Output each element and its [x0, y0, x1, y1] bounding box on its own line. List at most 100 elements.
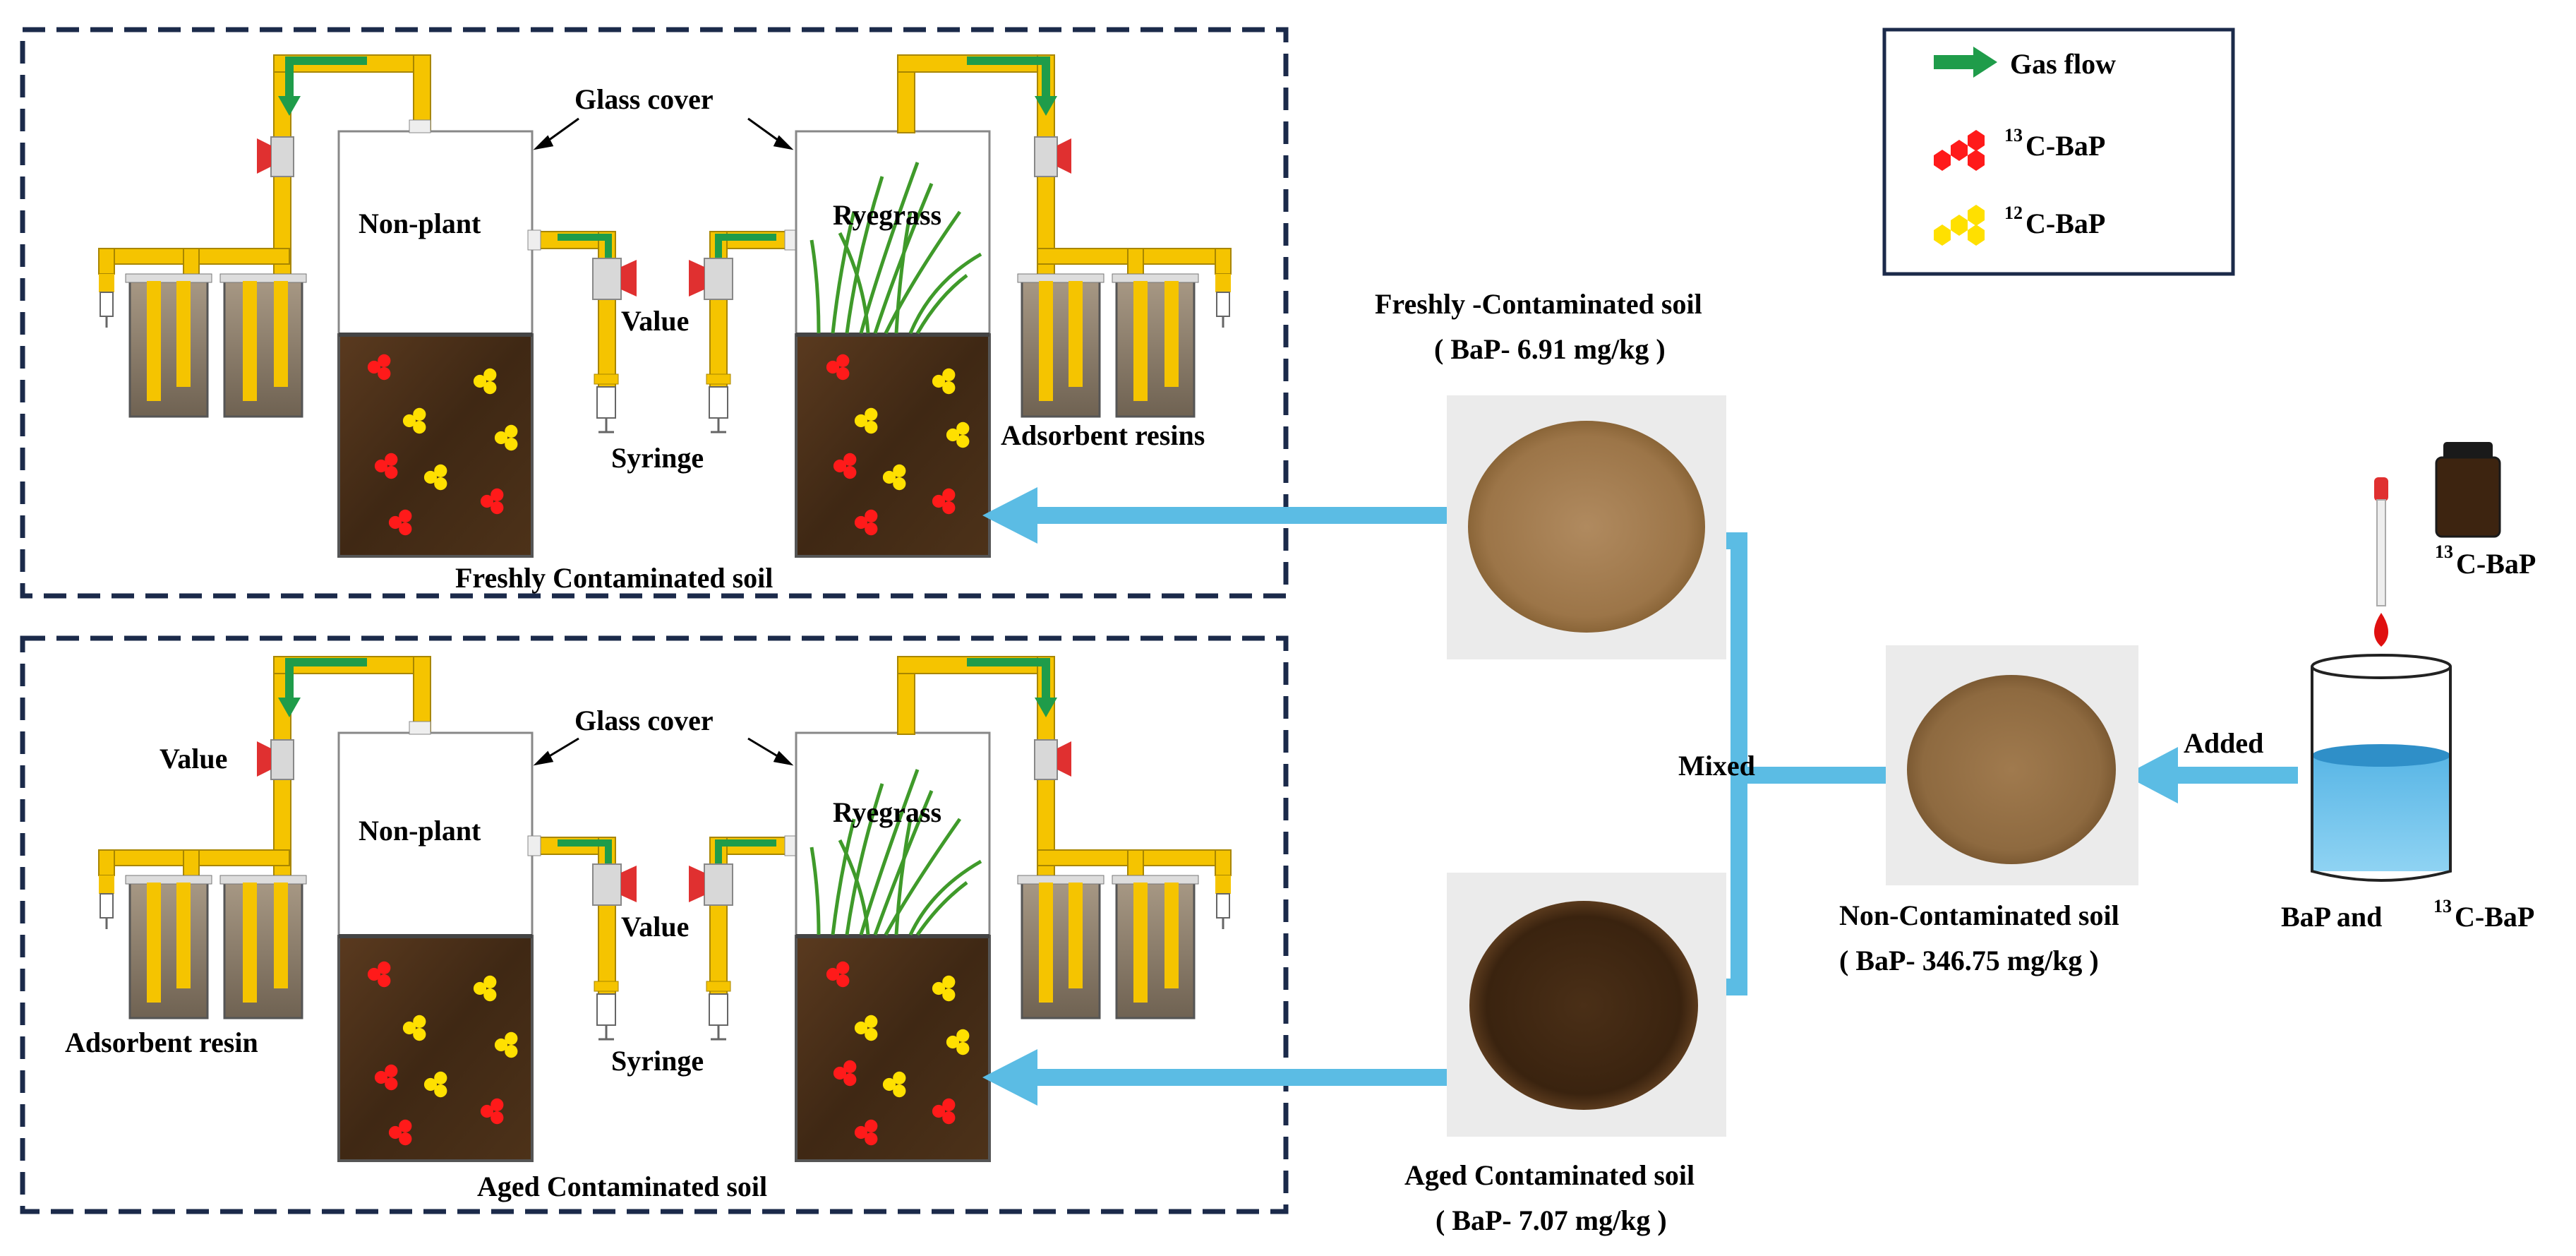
aged-gas-arrow-left: [278, 658, 367, 717]
c13-bap-marker: [388, 1119, 412, 1146]
c12-bap-marker: [946, 421, 970, 448]
c13-bap-marker: [374, 1064, 398, 1091]
fresh-sample-title: Freshly -Contaminated soil: [1375, 288, 1702, 320]
aged-mid-valve-left: [592, 863, 622, 906]
fresh-gas-arrow-right: [967, 56, 1057, 116]
aged-glass-cover-label: Glass cover: [574, 705, 714, 736]
c13-bap-marker: [367, 961, 391, 988]
bottle-label: C-BaP: [2456, 548, 2536, 580]
fresh-mid-valve-left-icon: [621, 260, 637, 297]
aged-nonplant-label: Non-plant: [359, 815, 481, 847]
added-label: Added: [2184, 727, 2263, 759]
aged-right-valve-body: [1034, 739, 1058, 780]
fresh-syringe-label: Syringe: [611, 442, 704, 474]
fresh-mid-valve-right-icon: [689, 260, 704, 297]
c12-bap-marker: [882, 464, 906, 491]
fresh-mid-valve-right: [704, 258, 733, 300]
c12-bap-marker: [946, 1029, 970, 1055]
aged-gas-arrow-right: [967, 658, 1057, 717]
c13-bap-marker: [826, 354, 850, 381]
aged-mid-valve-right: [704, 863, 733, 906]
beaker-mass: 13: [2433, 896, 2452, 916]
c13-bap-marker: [826, 961, 850, 988]
fresh-value-label: Value: [621, 305, 689, 337]
fresh-glass-cover-label: Glass cover: [574, 83, 714, 115]
aged-right-valve-icon: [1057, 741, 1071, 777]
bottle-mass: 13: [2435, 542, 2453, 562]
aged-sample-conc: ( BaP- 7.07 mg/kg ): [1436, 1204, 1667, 1236]
fresh-ryegrass-icon: [809, 162, 982, 335]
legend-c12-label: C-BaP: [2026, 208, 2105, 239]
c13-bap-marker: [374, 453, 398, 479]
beaker-label-b: C-BaP: [2455, 901, 2534, 933]
fresh-nonplant-chamber: [337, 119, 534, 558]
legend-c12-mass: 12: [2004, 203, 2023, 223]
c12-bap-marker: [494, 1031, 518, 1058]
fresh-right-valve-icon: [1057, 138, 1071, 174]
beaker-label-a: BaP and: [2281, 901, 2382, 933]
c13-bap-marker: [932, 1098, 956, 1125]
fresh-nonplant-label: Non-plant: [359, 208, 481, 239]
aged-panel: Value Adsorbent resin Non-plant: [20, 635, 1289, 1214]
c13-bap-marker: [833, 1060, 857, 1087]
c12-bap-marker: [494, 424, 518, 451]
aged-mid-valve-right-icon: [689, 866, 704, 902]
beaker-icon: [2311, 654, 2452, 882]
fresh-gas-arrow-left: [278, 56, 367, 116]
fresh-resin-left: [99, 273, 307, 418]
c12-bap-marker: [854, 1015, 878, 1041]
aged-syringe-label: Syringe: [611, 1045, 704, 1077]
aged-value-label: Value: [621, 911, 689, 943]
fresh-syringes: [594, 373, 731, 433]
aged-nonplant-chamber: [337, 721, 534, 1162]
c12-bap-marker: [932, 368, 956, 395]
fresh-panel-caption: Freshly Contaminated soil: [455, 562, 773, 594]
fresh-left-valve-body: [270, 136, 294, 177]
non-soil-pile: [1907, 675, 2116, 864]
fresh-panel: Non-plant Value: [20, 27, 1289, 599]
c12-bap-marker: [882, 1071, 906, 1098]
c12-bap-marker: [423, 1071, 447, 1098]
legend: Gas flow 13 C-BaP 12 C-BaP: [1882, 28, 2235, 276]
aged-left-valve-icon: [257, 741, 271, 777]
aged-syringes: [594, 981, 731, 1041]
fresh-left-valve-icon: [257, 138, 271, 174]
c13-bap-marker: [480, 488, 504, 515]
arrow-to-fresh-panel: [982, 487, 1448, 544]
c13-bap-marker: [854, 509, 878, 536]
fresh-left-pipes: [98, 54, 431, 282]
aged-mid-cap-left: [527, 835, 541, 856]
fresh-ryegrass-chamber: [795, 130, 991, 558]
c12-bap-marker: [473, 368, 497, 395]
fresh-sample-conc: ( BaP- 6.91 mg/kg ): [1434, 333, 1666, 365]
aged-value-left-label: Value: [160, 743, 227, 774]
arrow-to-aged-panel: [982, 1049, 1448, 1106]
fresh-mid-cap-left: [527, 229, 541, 251]
aged-soil-pile: [1469, 901, 1698, 1110]
non-sample-title: Non-Contaminated soil: [1839, 899, 2119, 931]
c13-bap-marker: [388, 509, 412, 536]
aged-adsorbent-label: Adsorbent resin: [65, 1027, 258, 1058]
fresh-panel-frame: [20, 27, 1289, 599]
c12-bap-marker: [473, 975, 497, 1002]
legend-gas-flow-label: Gas flow: [2010, 48, 2116, 80]
c13-bap-marker: [833, 453, 857, 479]
mixed-label: Mixed: [1678, 750, 1755, 782]
aged-left-valve-body: [270, 739, 294, 780]
fresh-right-valve-body: [1034, 136, 1058, 177]
c12-bap-marker: [402, 1015, 426, 1041]
c12-bap-marker: [854, 407, 878, 434]
aged-resin-left: [99, 875, 307, 1019]
non-sample-conc: ( BaP- 346.75 mg/kg ): [1839, 945, 2099, 976]
aged-ryegrass-icon: [809, 769, 982, 936]
c13-bap-marker: [480, 1098, 504, 1125]
aged-ryegrass-label: Ryegrass: [833, 796, 941, 828]
c13-bap-bottle-icon: [2435, 442, 2501, 538]
fresh-mid-valve-left: [592, 258, 622, 300]
c12-molecule-icon: [1934, 205, 1985, 246]
fresh-ryegrass-label: Ryegrass: [833, 199, 941, 231]
fresh-adsorbent-label: Adsorbent resins: [1001, 419, 1205, 451]
fresh-resin-right: [1017, 273, 1231, 418]
c12-bap-marker: [932, 975, 956, 1002]
aged-panel-caption: Aged Contaminated soil: [477, 1171, 767, 1202]
